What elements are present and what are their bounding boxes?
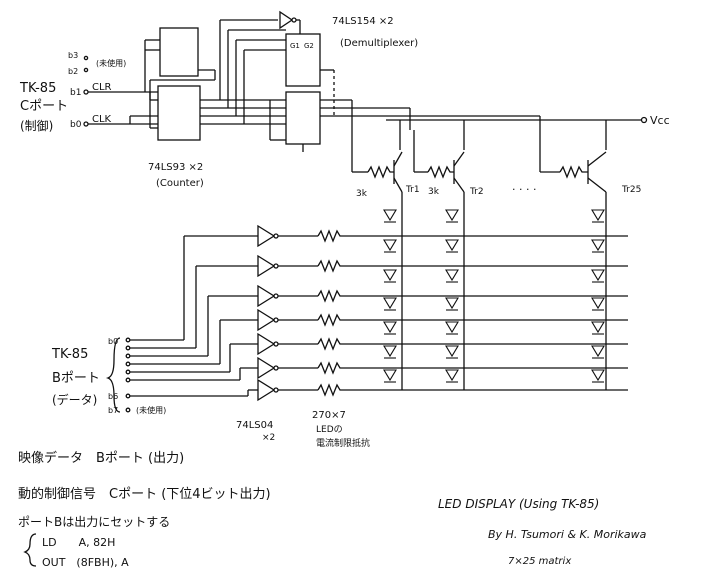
row-inverters bbox=[257, 224, 279, 402]
c-b1-label: b1 bbox=[70, 88, 81, 98]
b-port-wiring bbox=[125, 235, 258, 413]
led-col-1 bbox=[383, 209, 397, 383]
ledn-label: LEDの bbox=[316, 425, 343, 435]
c-b3-label: b3 bbox=[68, 51, 78, 60]
b-b6-label: b6 bbox=[108, 392, 118, 401]
matrix-label: 7×25 matrix bbox=[508, 556, 571, 567]
base-resistors bbox=[367, 165, 588, 179]
current-limit-label: 電流制限抵抗 bbox=[316, 437, 370, 449]
chip-74ls154-label: 74LS154 ×2 bbox=[332, 16, 394, 27]
led-col-2 bbox=[445, 209, 459, 383]
led-col-25 bbox=[591, 209, 605, 383]
tr1-label: Tr1 bbox=[405, 185, 420, 195]
clr-label: CLR bbox=[92, 82, 112, 93]
b-port-label: Bポート bbox=[52, 371, 100, 386]
b-port-brace bbox=[105, 337, 121, 413]
vcc-rail bbox=[386, 116, 648, 150]
resistor-3k-2-label: 3k bbox=[428, 187, 440, 197]
tr25-label: Tr25 bbox=[621, 185, 641, 195]
demux-outputs bbox=[320, 69, 560, 173]
tr2-label: Tr2 bbox=[469, 187, 484, 197]
transistor-tr2 bbox=[453, 151, 465, 210]
resistor-3k-1-label: 3k bbox=[356, 189, 368, 199]
c-port-label: Cポート bbox=[20, 99, 68, 114]
led-rows bbox=[348, 235, 628, 391]
vcc-label: Vcc bbox=[650, 114, 670, 127]
note-control-signal: 動的制御信号 Cポート (下位4ビット出力) bbox=[18, 486, 271, 502]
chip-74ls04-label: 74LS04 bbox=[236, 420, 273, 431]
demux-label: (Demultiplexer) bbox=[340, 38, 418, 49]
unused-b-label: (未使用) bbox=[136, 405, 166, 415]
code-line-2: OUT (8FBH), A bbox=[42, 556, 129, 568]
c-b0-label: b0 bbox=[70, 120, 82, 130]
led-matrix bbox=[383, 209, 605, 383]
chip-74ls93-label: 74LS93 ×2 bbox=[148, 162, 203, 173]
counter-chip-2 bbox=[157, 85, 201, 141]
unused-c-label: (未使用) bbox=[96, 58, 126, 68]
row-resistors bbox=[278, 229, 348, 397]
x2-label: ×2 bbox=[262, 433, 275, 443]
control-label: (制御) bbox=[20, 118, 53, 133]
g2-label: G2 bbox=[304, 42, 314, 50]
counter-label: (Counter) bbox=[156, 178, 204, 189]
demux-chip-2 bbox=[285, 91, 321, 145]
counter-chip-1 bbox=[159, 27, 199, 77]
note-port-b-output: ポートBは出力にセットする bbox=[18, 515, 170, 529]
demux-chip-1 bbox=[285, 33, 321, 87]
tk85-c-label: TK-85 bbox=[19, 81, 56, 96]
b-b0-label: b0 bbox=[108, 337, 118, 346]
ellipsis-dots: . . . . bbox=[512, 180, 536, 193]
transistor-tr1 bbox=[393, 151, 403, 210]
authors-label: By H. Tsumori & K. Morikawa bbox=[488, 528, 647, 541]
tk85-b-label: TK-85 bbox=[51, 347, 88, 362]
code-line-1: LD A, 82H bbox=[42, 536, 115, 549]
led-columns bbox=[401, 210, 607, 390]
c-b2-label: b2 bbox=[68, 67, 78, 76]
diagram-title: LED DISPLAY (Using TK-85) bbox=[438, 497, 599, 511]
r270-label: 270×7 bbox=[312, 410, 346, 421]
clk-label: CLK bbox=[92, 114, 112, 125]
data-label: (データ) bbox=[52, 392, 97, 407]
b-b7-label: b7 bbox=[108, 406, 118, 415]
note-video-data: 映像データ Bポート (出力) bbox=[18, 450, 184, 466]
top-inverter bbox=[279, 10, 301, 34]
g1-label: G1 bbox=[290, 42, 300, 50]
transistor-tr25 bbox=[587, 151, 607, 210]
counter-wiring bbox=[149, 19, 286, 141]
code-brace bbox=[23, 533, 37, 567]
